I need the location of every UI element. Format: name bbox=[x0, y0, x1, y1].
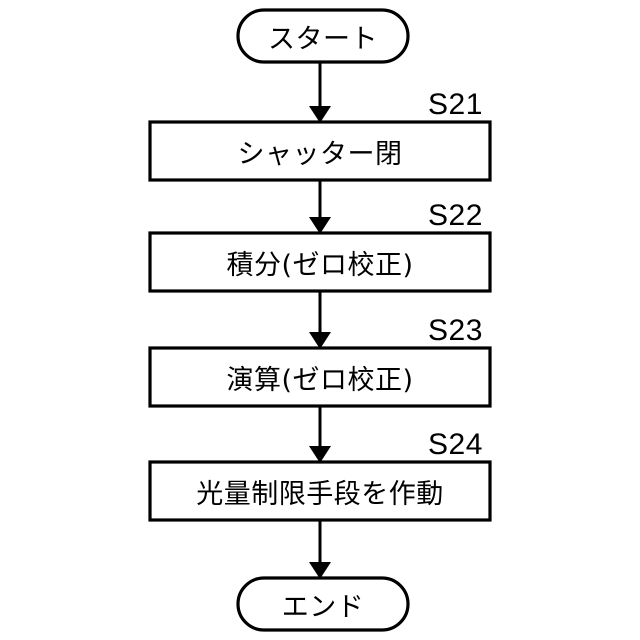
arrowhead-icon bbox=[309, 217, 331, 234]
arrowhead-icon bbox=[309, 106, 331, 123]
start-terminal-shape bbox=[236, 8, 410, 64]
arrowhead-icon bbox=[309, 332, 331, 349]
connector-s22-to-s23 bbox=[309, 291, 331, 349]
s23-process-shape bbox=[148, 346, 492, 408]
connector-s21-to-s22 bbox=[309, 180, 331, 234]
s21-process-shape bbox=[148, 120, 492, 182]
step-label-s23: S23 bbox=[428, 314, 483, 347]
step-label-s22: S22 bbox=[428, 199, 483, 232]
connector-start-to-s21 bbox=[309, 62, 331, 123]
connector-s23-to-s24 bbox=[309, 406, 331, 463]
arrowhead-icon bbox=[309, 562, 331, 579]
step-label-s21: S21 bbox=[428, 88, 483, 121]
connector-s24-to-end bbox=[309, 520, 331, 579]
s24-process-shape bbox=[148, 460, 492, 522]
step-label-s24: S24 bbox=[428, 428, 483, 461]
end-terminal-shape bbox=[236, 576, 410, 632]
s22-process-shape bbox=[148, 231, 492, 293]
arrowhead-icon bbox=[309, 446, 331, 463]
